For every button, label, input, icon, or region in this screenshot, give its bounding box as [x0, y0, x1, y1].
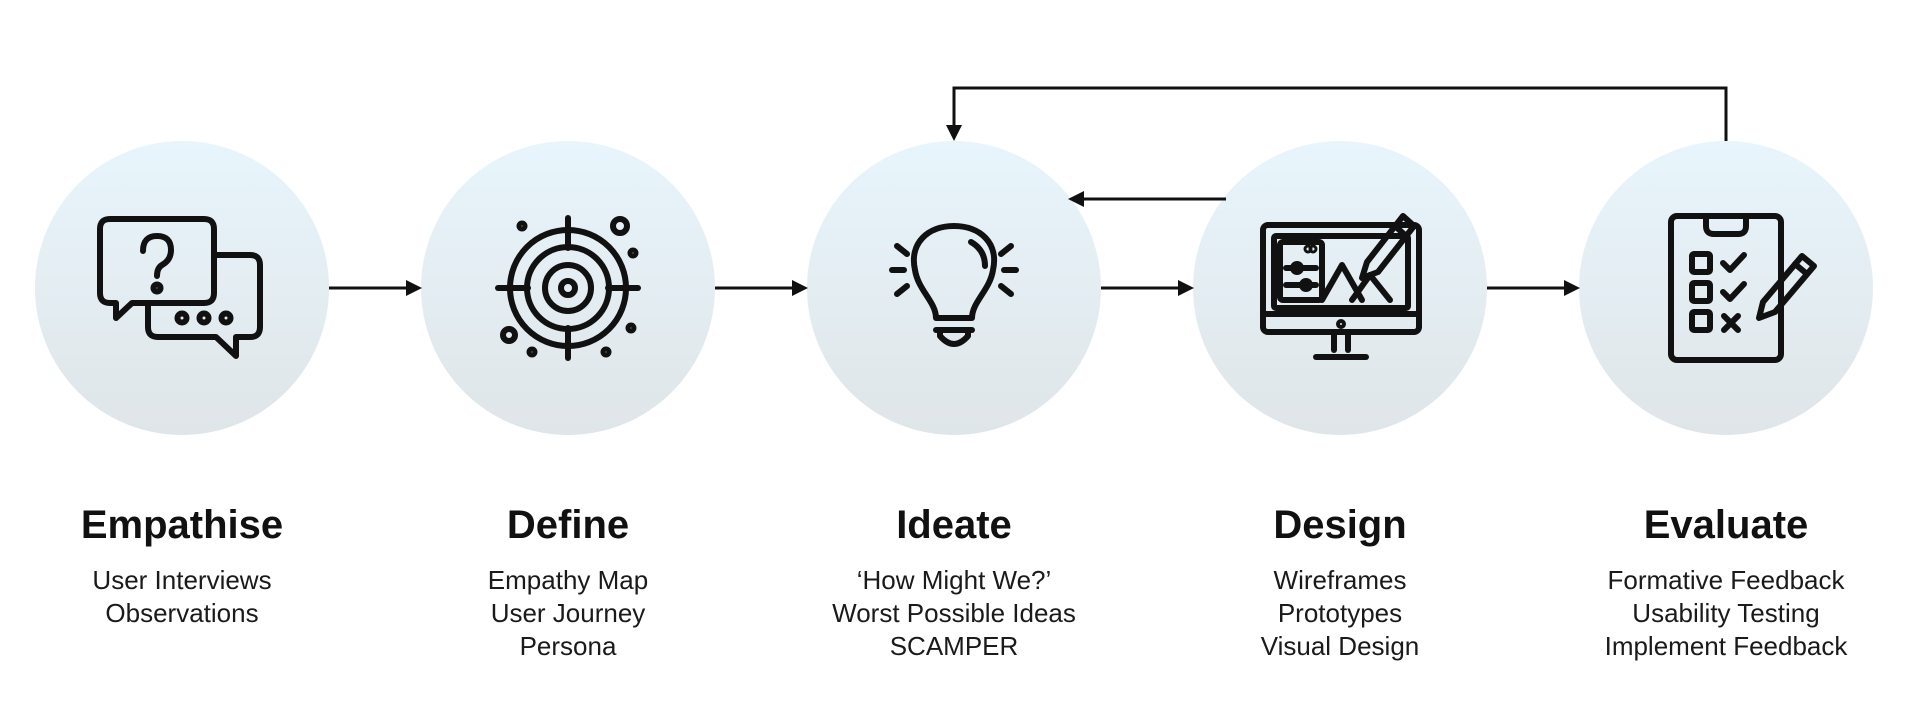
stage-items: ‘How Might We?’ Worst Possible Ideas SCA… — [754, 564, 1154, 663]
stage-evaluate: Evaluate Formative Feedback Usability Te… — [1526, 500, 1920, 663]
stage-item: Formative Feedback — [1607, 565, 1845, 595]
stage-define: Define Empathy Map User Journey Persona — [368, 500, 768, 663]
stage-item: Persona — [519, 631, 617, 661]
stage-items: User Interviews Observations — [0, 564, 382, 630]
stage-ideate: Ideate ‘How Might We?’ Worst Possible Id… — [754, 500, 1154, 663]
lightbulb-icon — [889, 223, 1019, 347]
chat-question-icon — [97, 216, 263, 359]
stage-empathise: Empathise User Interviews Observations — [0, 500, 382, 630]
arrow-evaluate-back-to-ideate — [946, 86, 1728, 141]
stage-item: Empathy Map — [487, 565, 649, 595]
stage-item: Prototypes — [1277, 598, 1403, 628]
stage-title: Design — [1273, 503, 1407, 547]
arrow-define-to-ideate — [715, 280, 808, 296]
stage-circle-evaluate — [1579, 141, 1873, 435]
stage-item: SCAMPER — [889, 631, 1019, 661]
stage-items: Empathy Map User Journey Persona — [368, 564, 768, 663]
stage-item: Usability Testing — [1632, 598, 1820, 628]
stage-design: Design Wireframes Prototypes Visual Desi… — [1140, 500, 1540, 663]
monitor-design-icon — [1260, 213, 1422, 360]
stage-title: Empathise — [80, 503, 284, 547]
checklist-icon — [1668, 213, 1817, 363]
arrow-ideate-to-design — [1101, 280, 1194, 296]
stage-items: Wireframes Prototypes Visual Design — [1140, 564, 1540, 663]
stage-circle-define — [421, 141, 715, 435]
stage-title: Evaluate — [1643, 503, 1809, 547]
stage-title: Ideate — [896, 503, 1012, 547]
stage-item: User Journey — [490, 598, 646, 628]
stage-item: ‘How Might We?’ — [856, 565, 1052, 595]
stage-item: Worst Possible Ideas — [832, 598, 1076, 628]
stage-title: Define — [506, 503, 630, 547]
arrow-empathise-to-define — [329, 280, 422, 296]
target-icon — [495, 215, 641, 361]
stage-item: Visual Design — [1260, 631, 1420, 661]
stage-circle-empathise — [35, 141, 329, 435]
arrow-design-to-evaluate — [1487, 280, 1580, 296]
arrow-design-back-to-ideate — [1068, 191, 1226, 207]
stage-item: Implement Feedback — [1604, 631, 1848, 661]
stage-item: Observations — [105, 598, 259, 628]
stage-item: Wireframes — [1273, 565, 1407, 595]
stage-item: User Interviews — [92, 565, 272, 595]
stage-circle-design — [1193, 141, 1487, 435]
stage-circle-ideate — [807, 141, 1101, 435]
stage-items: Formative Feedback Usability Testing Imp… — [1526, 564, 1920, 663]
